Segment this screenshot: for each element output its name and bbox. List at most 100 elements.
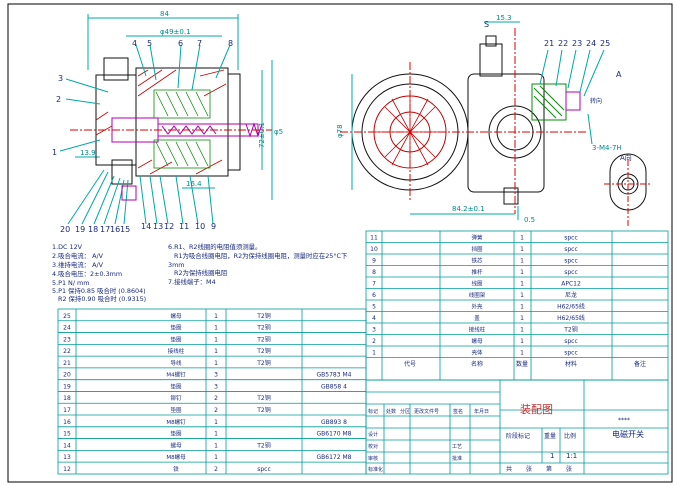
bom-lower-material: T2铜 [256, 324, 270, 332]
bom-lower-qty: 1 [214, 336, 218, 343]
note-5: 5.P1 N/ mm [52, 279, 89, 287]
note-r1: 6.R1、R2线圈的电阻值须测量。 [168, 242, 261, 251]
sheet-total-unit: 张 [526, 465, 532, 473]
bom-lower-qty: 1 [214, 431, 218, 438]
bom-upper-name: 螺母 [471, 337, 483, 345]
balloon-21: 21 [544, 39, 554, 48]
dim-inner-top: φ49±0.1 [160, 28, 191, 36]
bom-lower-name: 螺母 [170, 441, 182, 449]
title-block [365, 379, 669, 475]
bom-upper-material: APC12 [561, 281, 581, 288]
bom-lower-name: 垫圈 [170, 335, 182, 343]
note-4: 4.吸合电压：2±0.3mm [52, 269, 122, 278]
bom-lower-no: 12 [63, 466, 71, 473]
bom-upper-material: spcc [564, 235, 578, 242]
bom-lower-name: 铆钉 [170, 394, 182, 402]
balloon-18: 18 [88, 225, 98, 234]
bom-upper-name: 弹簧 [471, 234, 483, 242]
note-6: 5.P1 保持0.85 吸合时 (0.8604) [52, 286, 146, 295]
bom-upper-material: spcc [564, 258, 578, 265]
label-a: A [616, 70, 622, 79]
note-r4: R2为保持线圈电阻 [174, 268, 228, 277]
note-1: 1.DC 12V [52, 243, 83, 251]
dim-bottom-mid: 16.4 [186, 180, 202, 188]
bom-upper-name: 外壳 [471, 303, 483, 311]
bom-upper-no: 8 [372, 269, 376, 276]
bom-upper-no: 6 [372, 292, 376, 299]
balloon-11: 11 [179, 222, 189, 231]
bom-lower-material: T2铜 [256, 441, 270, 449]
bom-upper-material: spcc [564, 246, 578, 253]
balloon-10: 10 [195, 222, 205, 231]
bom-header-remark: 备注 [634, 360, 646, 368]
bom-lower-standard: GB858 4 [321, 383, 347, 390]
drawing-title: 装配图 [520, 403, 553, 416]
bom-lower-qty: 1 [214, 325, 218, 332]
bom-upper-name: 铁芯 [471, 257, 483, 265]
sign-check: 校对 [368, 443, 378, 450]
weight-label: 重量 [544, 432, 556, 440]
bom-lower-standard: GB5783 M4 [317, 372, 352, 379]
note-r2: R1为吸合线圈电阻，R2为保持线圈电阻，测量时应在25°C下 [174, 251, 348, 260]
sheet-total-label: 共 [506, 465, 512, 473]
bom-upper-qty: 1 [520, 327, 524, 334]
dim-side-bottom-small: 0.5 [524, 216, 535, 224]
balloon-6: 6 [178, 39, 183, 48]
bom-header-name: 名称 [471, 360, 483, 368]
front-view-dimensions: 84 φ49±0.1 φ5 72±0.1 13.9 16.4 [80, 10, 283, 188]
sign-review: 审核 [368, 455, 378, 462]
bom-upper-name: 推杆 [471, 268, 483, 276]
bom-lower-qty: 2 [214, 466, 218, 473]
dim-side-thread: 3-M4-7H [592, 144, 622, 152]
bom-lower-qty: 2 [214, 395, 218, 402]
bom-upper-name: 盖 [474, 314, 480, 322]
sign-standard: 标准化 [368, 466, 383, 473]
bom-upper-name: 壳体 [471, 349, 483, 357]
bom-upper-no: 9 [372, 258, 376, 265]
bom-lower-name: 垫圈 [170, 406, 182, 414]
bom-upper-qty: 1 [520, 258, 524, 265]
bom-header-material: 材料 [565, 360, 577, 368]
balloon-9: 9 [211, 222, 216, 231]
balloon-24: 24 [586, 39, 596, 48]
bom-lower-standard: GB6172 M8 [317, 454, 352, 461]
detail-a-view [604, 153, 652, 226]
balloon-3: 3 [58, 74, 63, 83]
bom-lower-name: 垫圈 [170, 382, 182, 390]
note-7: R2 保持0.90 吸合时 (0.9315) [58, 294, 146, 303]
balloon-2: 2 [56, 95, 61, 104]
bom-upper-qty: 1 [520, 269, 524, 276]
balloon-20: 20 [60, 225, 70, 234]
bom-upper-no: 2 [372, 338, 376, 345]
sign-process: 工艺 [452, 444, 462, 450]
sign-design: 设计 [368, 431, 378, 438]
bom-lower-no: 20 [63, 372, 71, 379]
stage-label: 阶段标记 [506, 432, 530, 440]
rev-date: 年月日 [474, 408, 489, 415]
bom-upper-material: 尼龙 [565, 291, 577, 299]
bom-header-code: 代号 [404, 360, 416, 368]
balloon-22: 22 [558, 39, 568, 48]
front-section-view [59, 14, 273, 225]
side-view-labels: 15.3 φ78 84.2±0.1 0.5 3-M4-7H S A 转向 21 … [336, 14, 622, 224]
rev-count: 处数 [386, 408, 396, 415]
bom-upper-name: 线圈架 [469, 291, 486, 299]
note-2: 2.吸合电流： A/V [52, 251, 104, 260]
bom-lower-material: T2铜 [256, 359, 270, 367]
bom-upper-material: spcc [564, 350, 578, 357]
bom-upper-name: 线圈 [471, 280, 483, 288]
balloon-8: 8 [228, 39, 233, 48]
bom-upper-qty: 1 [520, 246, 524, 253]
bom-header-qty: 数量 [516, 360, 528, 368]
bom-lower-name: 导线 [170, 359, 182, 367]
bom-upper-no: 4 [372, 315, 376, 322]
balloon-4: 4 [132, 39, 137, 48]
dim-left-mid: 13.9 [80, 149, 96, 157]
side-view [340, 21, 605, 220]
balloon-23: 23 [572, 39, 582, 48]
bom-upper-qty: 1 [520, 304, 524, 311]
balloon-16: 16 [110, 225, 120, 234]
product-name: 电磁开关 [612, 429, 644, 439]
label-side-text: 转向 [590, 97, 602, 105]
